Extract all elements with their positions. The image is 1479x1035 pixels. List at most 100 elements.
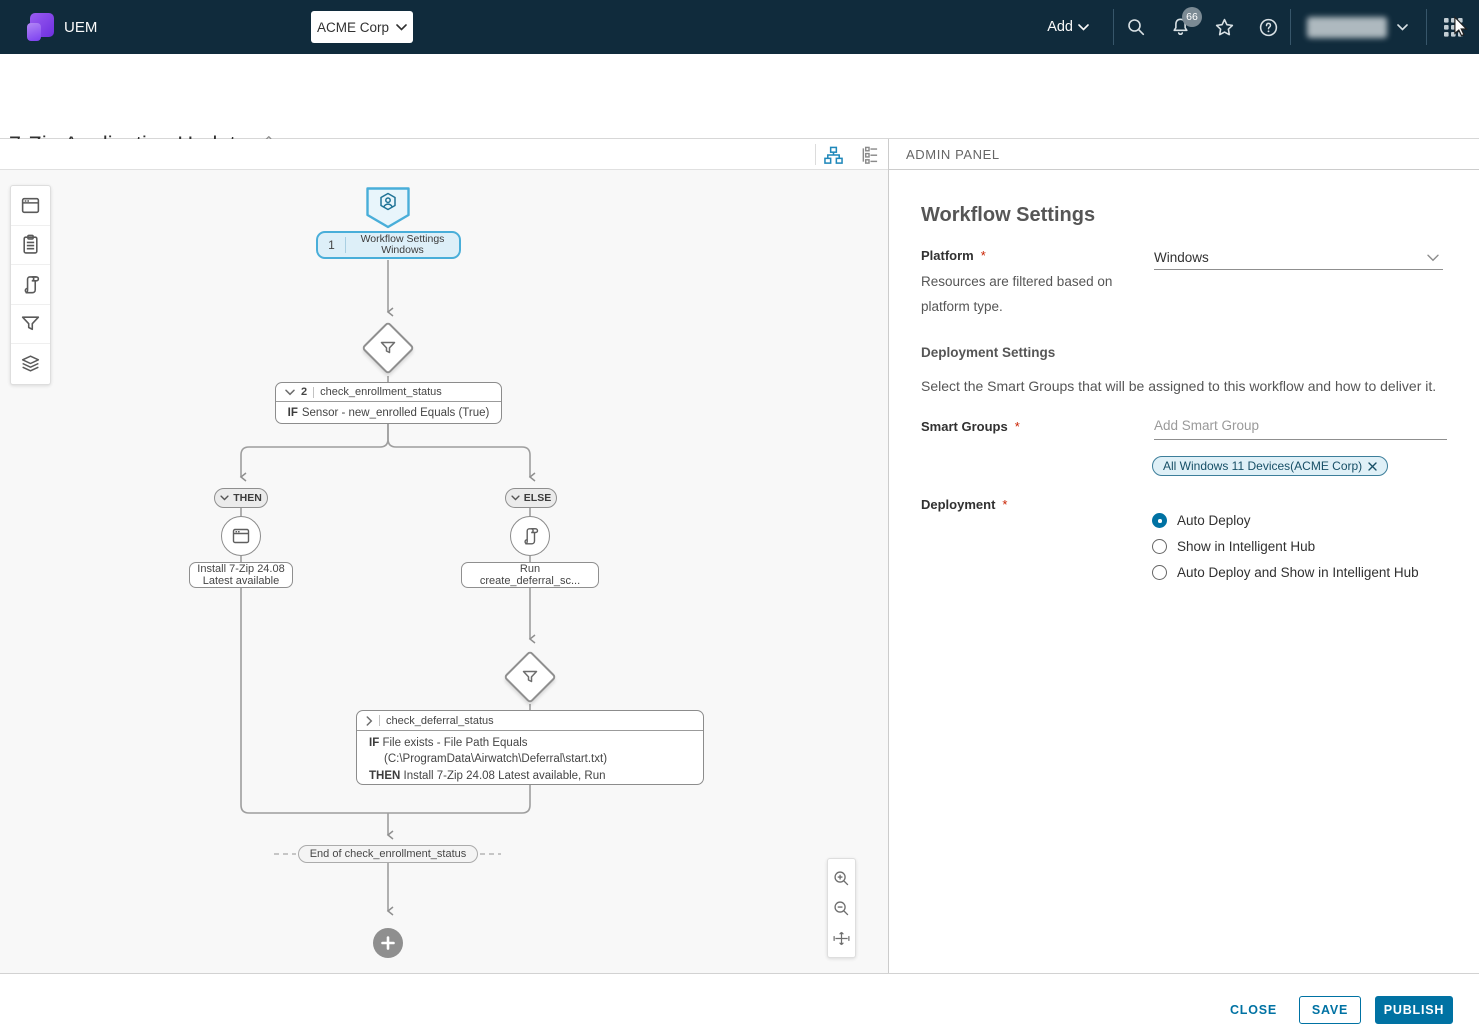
radio-unselected-icon[interactable]: [1152, 539, 1167, 554]
step-line2: create_deferral_sc...: [479, 575, 581, 587]
toolbar-divider: [1426, 9, 1427, 45]
action-footer: CLOSE SAVE PUBLISH: [0, 973, 1479, 1035]
canvas-view-toolbar: [0, 139, 888, 170]
node-number: 1: [328, 238, 335, 252]
install-step-node[interactable]: Install 7-Zip 24.08 Latest available: [189, 562, 293, 588]
close-button[interactable]: CLOSE: [1222, 997, 1285, 1023]
deployment-label: Deployment: [921, 497, 996, 512]
radio-unselected-icon[interactable]: [1152, 565, 1167, 580]
platform-select-value: Windows: [1154, 249, 1209, 265]
organization-selector-label: ACME Corp: [316, 19, 389, 35]
condition-name: check_deferral_status: [386, 714, 494, 727]
radio-auto-deploy-and-show[interactable]: Auto Deploy and Show in Intelligent Hub: [1152, 565, 1419, 580]
condition-then-actions: Install 7-Zip 24.08 Latest available, Ru…: [403, 770, 606, 782]
search-icon: [1128, 19, 1145, 36]
chevron-down-icon: [1078, 23, 1089, 31]
platform-label: Platform: [921, 248, 974, 263]
help-button[interactable]: [1246, 0, 1290, 54]
remove-chip-icon[interactable]: [1368, 461, 1377, 471]
application-icon: [232, 528, 250, 544]
add-menu-button[interactable]: Add: [1047, 19, 1089, 35]
platform-select[interactable]: Windows: [1154, 245, 1443, 270]
product-name: UEM: [64, 19, 98, 36]
flowchart-view-button[interactable]: [820, 142, 846, 168]
install-app-step-circle[interactable]: [221, 516, 261, 556]
workflow-start-badge[interactable]: [365, 186, 411, 235]
app-switcher-button[interactable]: [1427, 0, 1479, 54]
favorites-button[interactable]: [1202, 0, 1246, 54]
if-keyword: IF: [287, 406, 298, 419]
condition-diamond-1[interactable]: [361, 321, 415, 375]
smart-group-chip[interactable]: All Windows 11 Devices(ACME Corp): [1152, 456, 1389, 476]
flowchart-view-icon: [823, 146, 843, 164]
radio-auto-deploy[interactable]: Auto Deploy: [1152, 513, 1251, 528]
condition-number: 2: [301, 386, 308, 398]
workflow-settings-node[interactable]: 1 Workflow Settings Windows: [316, 231, 461, 259]
add-menu-label: Add: [1047, 19, 1073, 35]
deployment-label-row: Deployment *: [921, 496, 1007, 514]
node-palette: [10, 185, 51, 385]
node-divider: [345, 237, 346, 253]
run-script-step-node[interactable]: Run create_deferral_sc...: [461, 562, 599, 588]
fit-to-screen-button[interactable]: [830, 926, 854, 950]
zoom-in-icon: [834, 870, 849, 885]
step-line1: Install 7-Zip 24.08: [197, 562, 285, 575]
add-profile-node-button[interactable]: [11, 226, 50, 265]
deployment-settings-heading: Deployment Settings: [921, 345, 1056, 360]
else-label: ELSE: [523, 492, 552, 504]
then-label: THEN: [233, 492, 262, 504]
add-condition-node-button[interactable]: [11, 305, 50, 344]
required-marker: *: [1002, 497, 1008, 512]
smart-groups-label: Smart Groups: [921, 419, 1008, 434]
clipboard-icon: [23, 234, 38, 254]
radio-show-in-hub[interactable]: Show in Intelligent Hub: [1152, 539, 1315, 554]
expand-chevron-icon[interactable]: [366, 715, 373, 726]
condition-node-check-enrollment-status[interactable]: 2 check_enrollment_status IF Sensor - ne…: [275, 382, 502, 424]
collapse-chevron-icon[interactable]: [285, 389, 295, 396]
script-icon: [524, 528, 539, 545]
search-button[interactable]: [1114, 0, 1158, 54]
radio-selected-icon[interactable]: [1152, 513, 1167, 528]
notifications-button[interactable]: 66: [1158, 0, 1202, 54]
then-branch-pill[interactable]: THEN: [214, 488, 268, 508]
toolbar-divider: [1290, 9, 1291, 45]
condition-node-check-deferral-status[interactable]: check_deferral_status IF File exists - F…: [356, 710, 704, 785]
add-step-button[interactable]: [373, 928, 403, 958]
layers-icon: [21, 355, 40, 372]
add-application-node-button[interactable]: [11, 186, 50, 226]
organization-selector[interactable]: ACME Corp: [311, 11, 413, 43]
smart-groups-input[interactable]: [1154, 412, 1447, 440]
end-of-condition-node[interactable]: End of check_enrollment_status: [298, 845, 478, 863]
run-script-step-circle[interactable]: [510, 516, 550, 556]
deployment-settings-description: Select the Smart Groups that will be ass…: [921, 378, 1437, 394]
fit-to-screen-icon: [833, 931, 850, 945]
add-script-node-button[interactable]: [11, 265, 50, 305]
smart-groups-label-row: Smart Groups*: [921, 418, 1020, 436]
application-icon: [21, 197, 40, 213]
else-branch-pill[interactable]: ELSE: [505, 488, 557, 508]
required-marker: *: [980, 248, 986, 263]
chevron-down-icon: [1427, 250, 1439, 265]
user-name-redacted: [1307, 16, 1387, 38]
zoom-out-icon: [834, 900, 849, 915]
divider: [379, 715, 380, 726]
step-line2: Latest available: [202, 575, 280, 587]
condition-expression-line2: (C:\ProgramData\Airwatch\Deferral\start.…: [384, 752, 608, 765]
save-button[interactable]: SAVE: [1299, 996, 1361, 1024]
condition-diamond-2[interactable]: [503, 650, 557, 704]
publish-button[interactable]: PUBLISH: [1375, 996, 1453, 1024]
workflow-settings-heading: Workflow Settings: [921, 204, 1096, 226]
help-icon: [1259, 18, 1277, 36]
condition-name: check_enrollment_status: [320, 386, 442, 398]
zoom-out-button[interactable]: [830, 896, 854, 920]
collapse-chevron-icon: [220, 495, 229, 501]
platform-label-row: Platform *: [921, 247, 986, 265]
add-group-node-button[interactable]: [11, 344, 50, 384]
node-title-line1: Workflow Settings: [360, 232, 445, 245]
page-header: 7-Zip Application Update: [0, 54, 1479, 156]
user-menu[interactable]: [1307, 16, 1408, 38]
zoom-in-button[interactable]: [830, 866, 854, 890]
list-view-button[interactable]: [856, 142, 882, 168]
step-line1: Run: [519, 562, 541, 575]
